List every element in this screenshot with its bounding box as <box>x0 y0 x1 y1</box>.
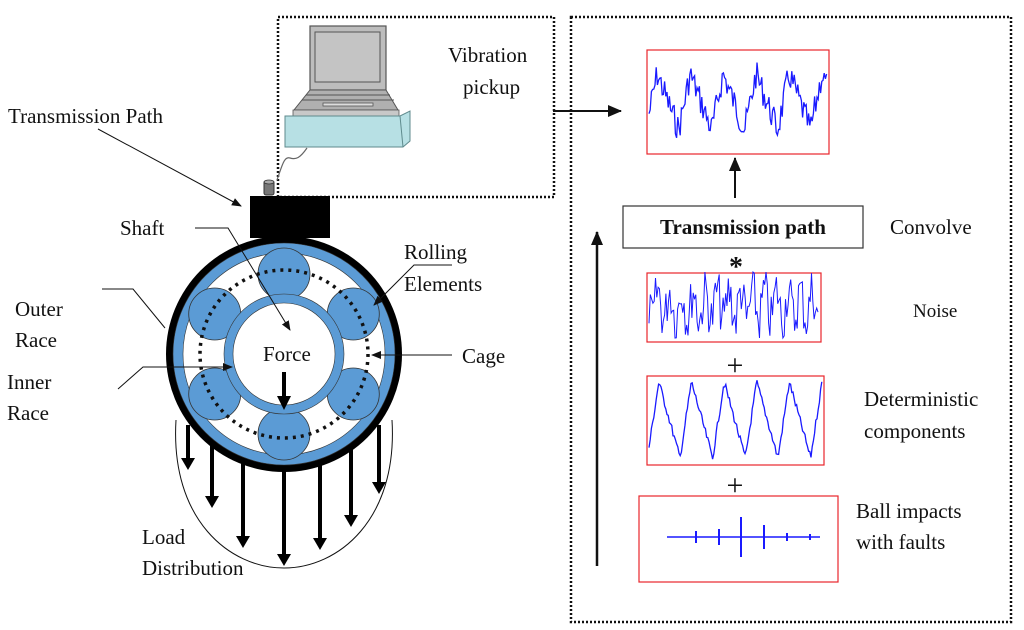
load-arrow <box>277 465 291 566</box>
transmission-path-leader <box>97 128 242 207</box>
ball-impacts-signal-frame <box>638 495 839 583</box>
rolling-element <box>257 407 311 461</box>
label-noise: Noise <box>913 301 957 322</box>
signal-model-box <box>569 15 1013 624</box>
noise-signal-frame <box>646 272 822 343</box>
deterministic-signal-trace <box>648 380 823 460</box>
rolling-elements-leader <box>373 264 452 306</box>
label-vibration-2: pickup <box>463 75 520 99</box>
label-transmission-path: Transmission Path <box>8 104 164 128</box>
accelerometer-signal-frame <box>646 49 830 155</box>
label-deterministic-1: Deterministic <box>864 387 978 411</box>
pickup-box <box>276 15 556 199</box>
outer-race-leader <box>102 288 166 329</box>
accelerometer-sensor-icon <box>263 179 275 196</box>
shaft-leader <box>195 227 291 331</box>
label-vibration-1: Vibration <box>448 43 528 67</box>
label-rolling-2: Elements <box>404 272 482 296</box>
load-arrow <box>236 460 250 548</box>
load-arrow <box>344 445 358 527</box>
label-ball-impacts-1: Ball impacts <box>856 499 962 523</box>
laptop-icon <box>276 25 411 181</box>
load-arrow <box>181 425 195 470</box>
transmission-path-box-label: Transmission path <box>660 215 826 239</box>
label-load-1: Load <box>142 525 186 549</box>
bearing-housing-block <box>250 196 330 238</box>
rolling-element <box>257 247 311 301</box>
label-inner-2: Race <box>7 401 49 425</box>
label-deterministic-2: components <box>864 419 965 443</box>
label-outer-2: Race <box>15 328 57 352</box>
label-ball-impacts-2: with faults <box>856 530 945 554</box>
label-shaft: Shaft <box>120 216 164 240</box>
bearing <box>166 236 402 472</box>
plus-sign-1: + <box>727 349 744 382</box>
label-load-2: Distribution <box>142 556 244 580</box>
label-rolling-1: Rolling <box>404 240 468 264</box>
deterministic-signal-frame <box>646 375 825 466</box>
accelerometer-signal-trace <box>648 62 828 138</box>
cage <box>198 268 370 440</box>
load-arrows <box>181 425 386 566</box>
rolling-elements <box>188 247 380 461</box>
label-convolve: Convolve <box>890 215 972 239</box>
inner-race-leader <box>117 363 233 390</box>
plus-sign-2: + <box>727 469 744 502</box>
ball-impacts-signal-trace <box>667 517 820 557</box>
load-arrow <box>205 445 219 508</box>
force-arrowhead <box>277 396 291 410</box>
load-arrow <box>372 425 386 494</box>
label-outer-1: Outer <box>15 297 63 321</box>
load-distribution-curve <box>175 419 393 569</box>
noise-signal-trace <box>648 271 819 340</box>
transmission-path-box <box>622 205 864 249</box>
label-inner-1: Inner <box>7 370 51 394</box>
label-cage: Cage <box>462 344 505 368</box>
load-arrow <box>313 460 327 550</box>
label-force: Force <box>263 342 311 366</box>
